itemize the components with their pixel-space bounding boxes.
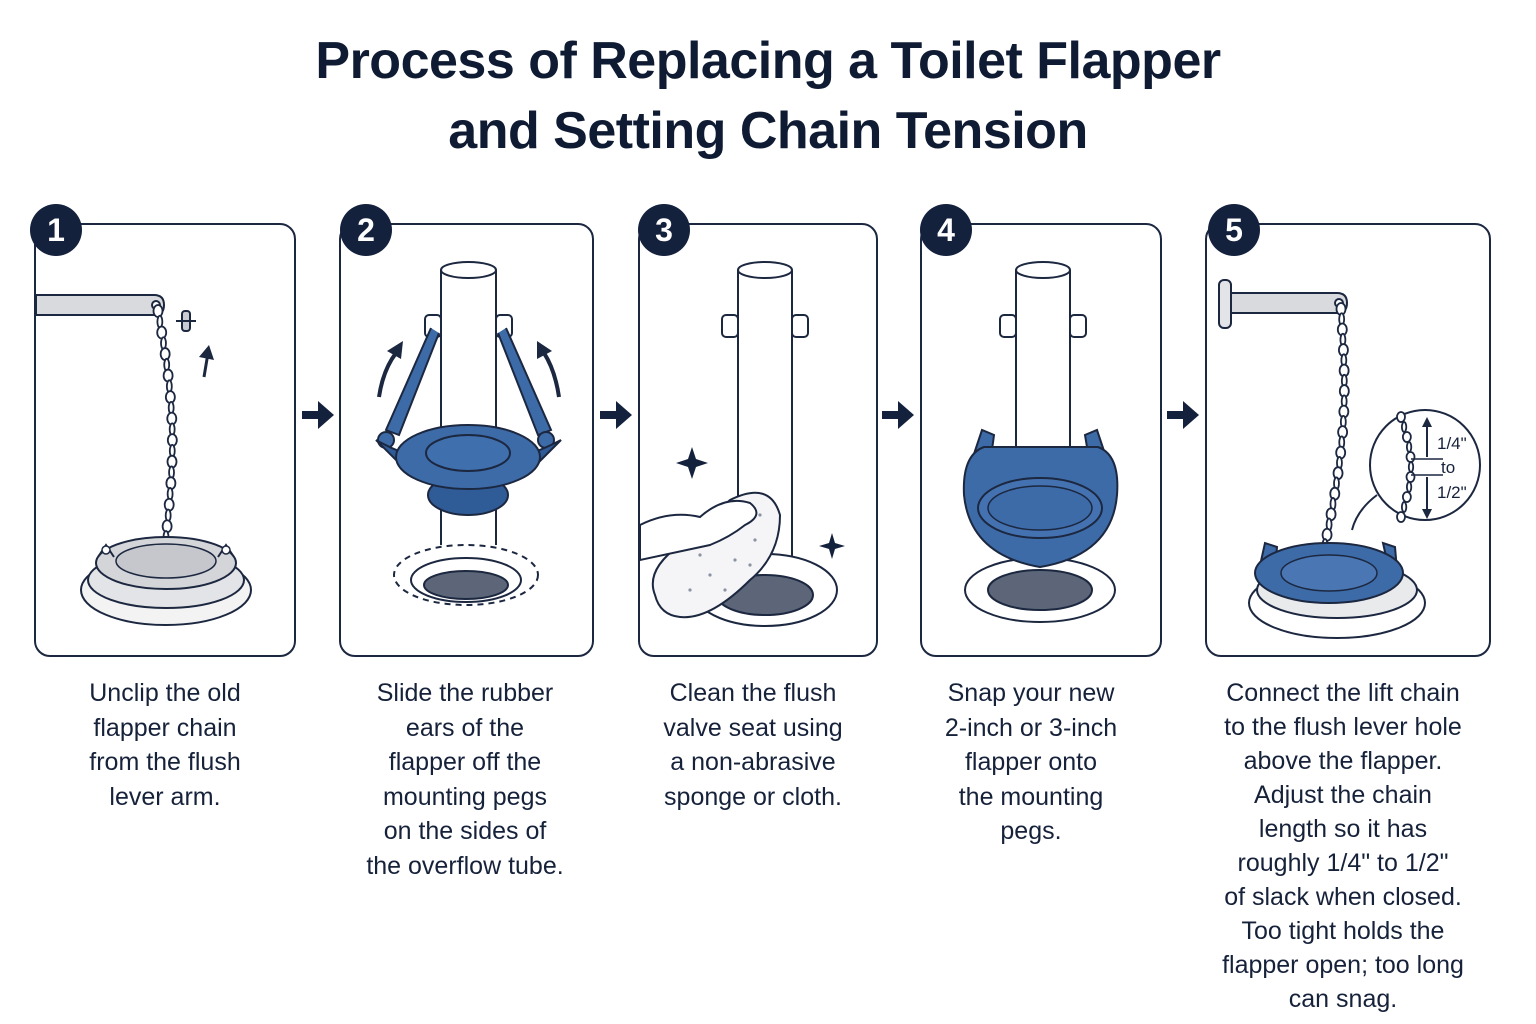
step-arrow-icon xyxy=(882,401,914,429)
chain-link xyxy=(1400,501,1408,513)
step-arrow-icon xyxy=(302,401,334,429)
step-5-panel: 1/4" to 1/2" xyxy=(1205,223,1491,657)
up-arrow-icon xyxy=(1422,417,1432,457)
lift-chain xyxy=(1321,302,1350,552)
chain-link xyxy=(1396,411,1406,423)
clip-icon xyxy=(176,310,196,332)
chain-link xyxy=(1405,441,1413,453)
up-arrow-icon xyxy=(377,341,561,398)
slack-callout xyxy=(1369,409,1481,521)
page-title: Process of Replacing a Toilet Flapper an… xyxy=(0,26,1536,166)
chain-link xyxy=(1405,451,1416,463)
chain-link xyxy=(1407,461,1415,473)
step-5-badge: 5 xyxy=(1208,204,1260,256)
chain-link xyxy=(156,325,168,340)
old-flapper xyxy=(80,536,252,626)
step-4-badge: 4 xyxy=(920,204,972,256)
old-flapper-illustration xyxy=(36,294,252,626)
install-flapper-illustration xyxy=(962,261,1119,623)
step-2-panel xyxy=(339,223,594,657)
chain-link xyxy=(1396,511,1406,523)
step-2-badge: 2 xyxy=(340,204,392,256)
clean-seat-illustration xyxy=(640,261,845,627)
title-line-1: Process of Replacing a Toilet Flapper xyxy=(315,32,1221,90)
chain-link xyxy=(1401,431,1412,443)
title-line-2: and Setting Chain Tension xyxy=(448,102,1088,160)
remove-flapper-illustration xyxy=(375,261,562,606)
chain-link xyxy=(1405,481,1413,493)
chain xyxy=(152,304,178,544)
callout-chain xyxy=(1396,411,1416,523)
chain-tension-illustration: 1/4" to 1/2" xyxy=(1218,279,1481,639)
chain-link xyxy=(159,347,171,361)
step-3-badge: 3 xyxy=(638,204,690,256)
callout-bottom: 1/2" xyxy=(1437,483,1467,502)
step-1-badge: 1 xyxy=(30,204,82,256)
step-3-panel xyxy=(638,223,878,657)
callout-top: 1/4" xyxy=(1437,434,1467,453)
chain-link xyxy=(1401,491,1412,503)
sparkle-icon xyxy=(819,533,845,559)
chain-link xyxy=(1400,421,1408,433)
step-4-panel xyxy=(920,223,1162,657)
callout-middle: to xyxy=(1441,458,1455,477)
up-arrow-icon xyxy=(199,345,214,378)
step-arrow-icon xyxy=(1167,401,1199,429)
chain-link xyxy=(1405,471,1416,483)
step-1-panel xyxy=(34,223,296,657)
down-arrow-icon xyxy=(1422,477,1432,519)
sparkle-icon xyxy=(676,447,708,479)
step-arrow-icon xyxy=(600,401,632,429)
